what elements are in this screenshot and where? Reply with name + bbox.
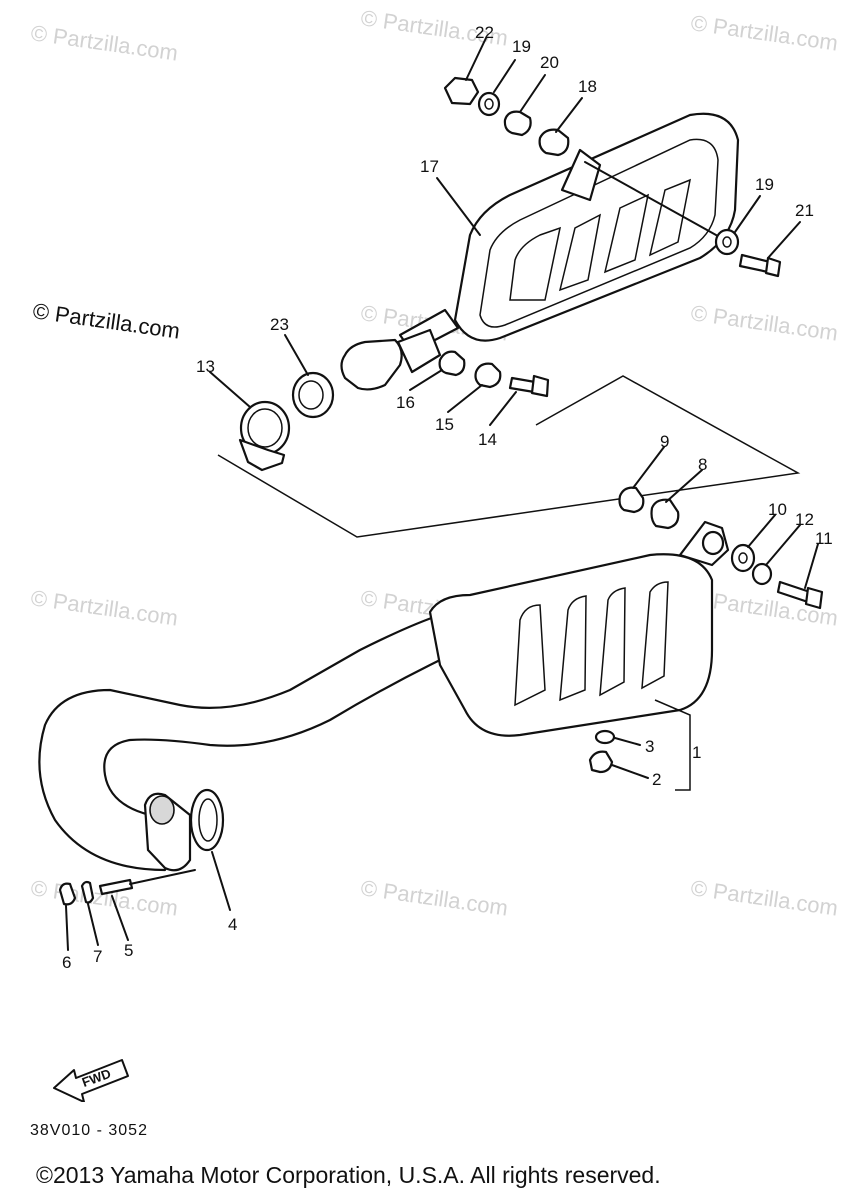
collar-20 [503,110,532,137]
callout-6: 6 [62,953,71,972]
screw-2 [588,750,614,774]
washer-12 [751,562,773,586]
callout-17: 17 [420,157,439,176]
hardware-front [58,869,196,906]
callout-18: 18 [578,77,597,96]
diagram-id: 38V010 - 3052 [30,1122,148,1139]
nut-22 [443,76,480,106]
watermark: © Partzilla.com [29,585,179,630]
callout-7: 7 [93,947,102,966]
washer-10 [730,543,756,573]
callout-15: 15 [435,415,454,434]
callout-10: 10 [768,500,787,519]
hardware-mid [438,350,550,398]
callout-3: 3 [645,737,654,756]
grommet-8 [650,498,680,530]
callout-22: 22 [475,23,494,42]
callout-23: 23 [270,315,289,334]
grommet-18 [538,128,570,157]
callout-14: 14 [478,430,497,449]
callout-16: 16 [396,393,415,412]
group-bracket [217,375,801,538]
clamp-group [238,371,335,472]
callout-5: 5 [124,941,133,960]
watermark: © Partzilla.com [29,20,179,65]
washer-19 [477,91,501,117]
callout-21: 21 [795,201,814,220]
callout-9: 9 [660,432,669,451]
callout-labels: 22 19 20 18 17 19 21 23 13 16 15 14 9 8 … [62,23,833,972]
gasket-4 [189,788,225,852]
forward-arrow-icon: FWD [53,1059,129,1102]
nut-6 [58,882,77,906]
watermark-dark: © Partzilla.com [31,298,181,343]
muffler-1 [428,553,714,737]
bolt-axis-line [584,161,726,241]
washer-3 [594,729,616,745]
callout-11: 11 [815,529,833,548]
callout-20: 20 [540,53,559,72]
collar-9 [618,486,645,514]
hardware-bottom [588,729,616,774]
leader-lines [65,37,819,951]
stud-5 [98,878,134,896]
callout-12: 12 [795,510,814,529]
watermark: © Partzilla.com [29,875,179,920]
bolt-14 [508,376,537,394]
grommet-16 [438,350,466,377]
collar-15 [474,362,502,389]
callout-1: 1 [692,743,701,762]
hardware-top [443,76,782,278]
watermark: © Partzilla.com [359,875,509,920]
callout-13: 13 [196,357,215,376]
watermark: © Partzilla.com [689,300,839,345]
callout-19: 19 [512,37,531,56]
callout-19-right: 19 [755,175,774,194]
watermark: © Partzilla.com [689,10,839,55]
expansion-chamber [38,520,730,872]
watermark: © Partzilla.com [689,875,839,920]
copyright-notice: ©2013 Yamaha Motor Corporation, U.S.A. A… [36,1162,661,1188]
hardware-right [618,486,824,610]
washer-19-right [714,228,740,256]
silencer-upper [340,112,740,391]
callout-2: 2 [652,770,661,789]
callout-4: 4 [228,915,237,934]
washer-7 [80,880,95,904]
callout-8: 8 [698,455,707,474]
